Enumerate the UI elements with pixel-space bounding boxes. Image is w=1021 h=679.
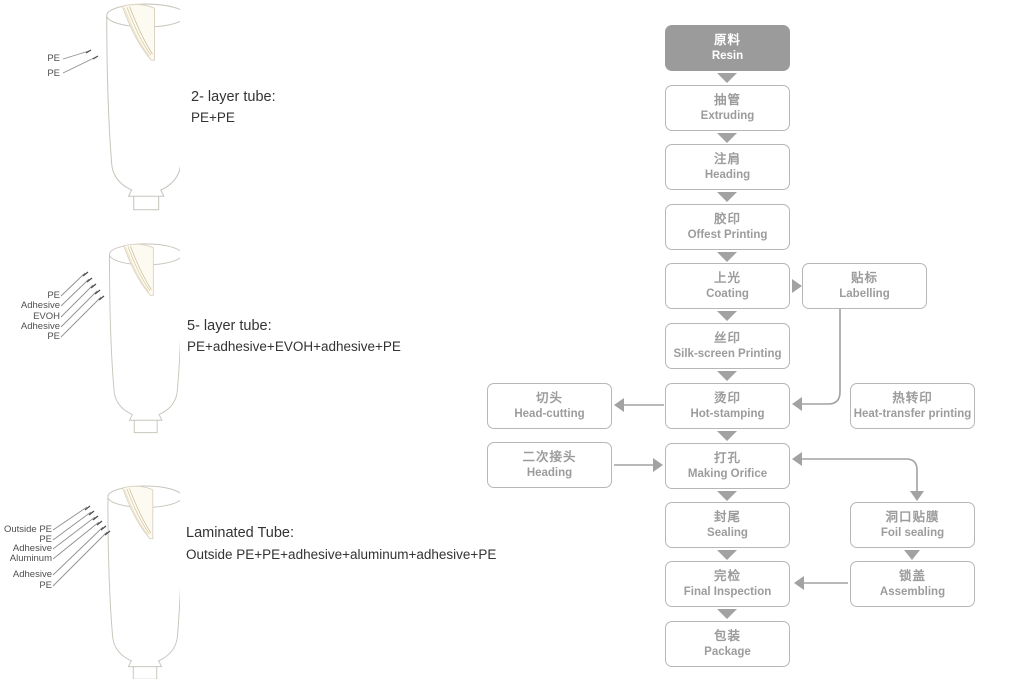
flow-node-making-orifice: 打孔 Making Orifice — [665, 443, 790, 489]
flow-node-heading: 注肩 Heading — [665, 144, 790, 190]
caption-formula-laminated: Outside PE+PE+adhesive+aluminum+adhesive… — [186, 547, 497, 562]
flow-node-coating-en: Coating — [706, 287, 749, 300]
leader-lines — [60, 272, 102, 338]
flow-node-offset-printing: 胶印 Offest Printing — [665, 204, 790, 250]
flow-node-labelling: 贴标 Labelling — [802, 263, 927, 309]
caption-title-2layer: 2- layer tube: — [191, 89, 276, 105]
flow-node-sealing-cn: 封尾 — [713, 510, 741, 525]
flow-node-offset-printing-en: Offest Printing — [687, 228, 768, 241]
flow-node-assembling-en: Assembling — [879, 585, 946, 598]
caption-title-5layer: 5- layer tube: — [187, 318, 272, 334]
flow-node-making-orifice-cn: 打孔 — [713, 451, 741, 466]
flow-node-head-cutting-en: Head-cutting — [514, 407, 585, 420]
flow-node-resin-cn: 原料 — [713, 33, 741, 48]
leader-lines — [52, 506, 108, 587]
tube-illustration-5layer — [60, 243, 180, 434]
flow-node-assembling: 锁盖 Assembling — [850, 561, 975, 607]
flow-node-coating-cn: 上光 — [713, 271, 741, 286]
figure-5-layer-tube: PE Adhesive EVOH Adhesive PE — [0, 238, 180, 443]
flow-node-silk-screen-en: Silk-screen Printing — [673, 347, 782, 360]
flow-node-package-en: Package — [704, 645, 751, 658]
layer-label: PE — [39, 534, 52, 545]
leader-ticks — [82, 271, 105, 301]
layer-label: EVOH — [33, 311, 60, 322]
flow-node-sealing-en: Sealing — [707, 526, 748, 539]
leader-ticks — [85, 49, 99, 60]
layer-label: Adhesive — [12, 569, 52, 580]
flow-node-foil-sealing-en: Foil sealing — [880, 526, 945, 539]
flow-node-labelling-en: Labelling — [839, 287, 890, 300]
layer-label: PE — [47, 290, 60, 301]
layer-label: PE — [47, 68, 60, 79]
flow-node-foil-sealing-cn: 洞口贴膜 — [885, 510, 940, 525]
flow-node-resin-en: Resin — [711, 49, 744, 62]
flow-node-hot-stamping-cn: 烫印 — [713, 391, 741, 406]
layer-label: PE — [47, 331, 60, 342]
figure-2-layer-tube: PE PE — [0, 0, 180, 212]
flow-node-hot-stamping-en: Hot-stamping — [690, 407, 765, 420]
leader-ticks — [84, 505, 111, 536]
flow-node-final-inspection: 完检 Final Inspection — [665, 561, 790, 607]
layer-label: Adhesive — [20, 300, 60, 311]
layer-label: PE — [39, 580, 52, 591]
layer-label: Adhesive — [12, 543, 52, 554]
flow-node-extruding: 抽管 Extruding — [665, 85, 790, 131]
flow-node-heading-en: Heading — [704, 168, 751, 181]
flow-node-sealing: 封尾 Sealing — [665, 502, 790, 548]
flow-node-head-cutting: 切头 Head-cutting — [487, 383, 612, 429]
flow-node-head-cutting-cn: 切头 — [535, 391, 563, 406]
layer-label: PE — [47, 53, 60, 64]
flow-node-silk-screen-cn: 丝印 — [713, 331, 741, 346]
flow-node-making-orifice-en: Making Orifice — [687, 467, 768, 480]
flow-node-foil-sealing: 洞口贴膜 Foil sealing — [850, 502, 975, 548]
figure-laminated-tube: Outside PE PE Adhesive Aluminum Adhesive… — [0, 462, 180, 679]
flow-node-heat-transfer: 热转印 Heat-transfer printing — [850, 383, 975, 429]
flow-node-coating: 上光 Coating — [665, 263, 790, 309]
layer-label: Adhesive — [20, 321, 60, 332]
flow-node-resin: 原料 Resin — [665, 25, 790, 71]
flow-node-package: 包装 Package — [665, 621, 790, 667]
flow-node-extruding-cn: 抽管 — [713, 93, 741, 108]
flow-node-heading2-en: Heading — [526, 466, 573, 479]
layer-label: Outside PE — [3, 524, 52, 535]
flow-node-labelling-cn: 贴标 — [850, 271, 878, 286]
caption-formula-2layer: PE+PE — [191, 110, 235, 125]
tube-illustration-2layer — [62, 3, 180, 211]
flow-node-heading2-cn: 二次接头 — [522, 450, 577, 465]
tube-illustration-laminated — [52, 485, 180, 679]
caption-title-laminated: Laminated Tube: — [186, 525, 295, 541]
flow-node-assembling-cn: 锁盖 — [898, 569, 926, 584]
flow-node-heading2: 二次接头 Heading — [487, 442, 612, 488]
flow-node-final-inspection-cn: 完检 — [713, 569, 741, 584]
leader-lines — [62, 50, 97, 74]
flow-node-extruding-en: Extruding — [700, 109, 755, 122]
layer-label: Aluminum — [9, 553, 52, 564]
flow-node-heading-cn: 注肩 — [713, 152, 741, 167]
flow-node-final-inspection-en: Final Inspection — [683, 585, 772, 598]
flow-node-heat-transfer-en: Heat-transfer printing — [853, 407, 972, 420]
flow-node-offset-printing-cn: 胶印 — [713, 212, 741, 227]
flow-node-hot-stamping: 烫印 Hot-stamping — [665, 383, 790, 429]
flow-node-silk-screen: 丝印 Silk-screen Printing — [665, 323, 790, 369]
flow-node-package-cn: 包装 — [713, 629, 741, 644]
flow-node-heat-transfer-cn: 热转印 — [892, 391, 933, 406]
caption-formula-5layer: PE+adhesive+EVOH+adhesive+PE — [187, 339, 401, 354]
